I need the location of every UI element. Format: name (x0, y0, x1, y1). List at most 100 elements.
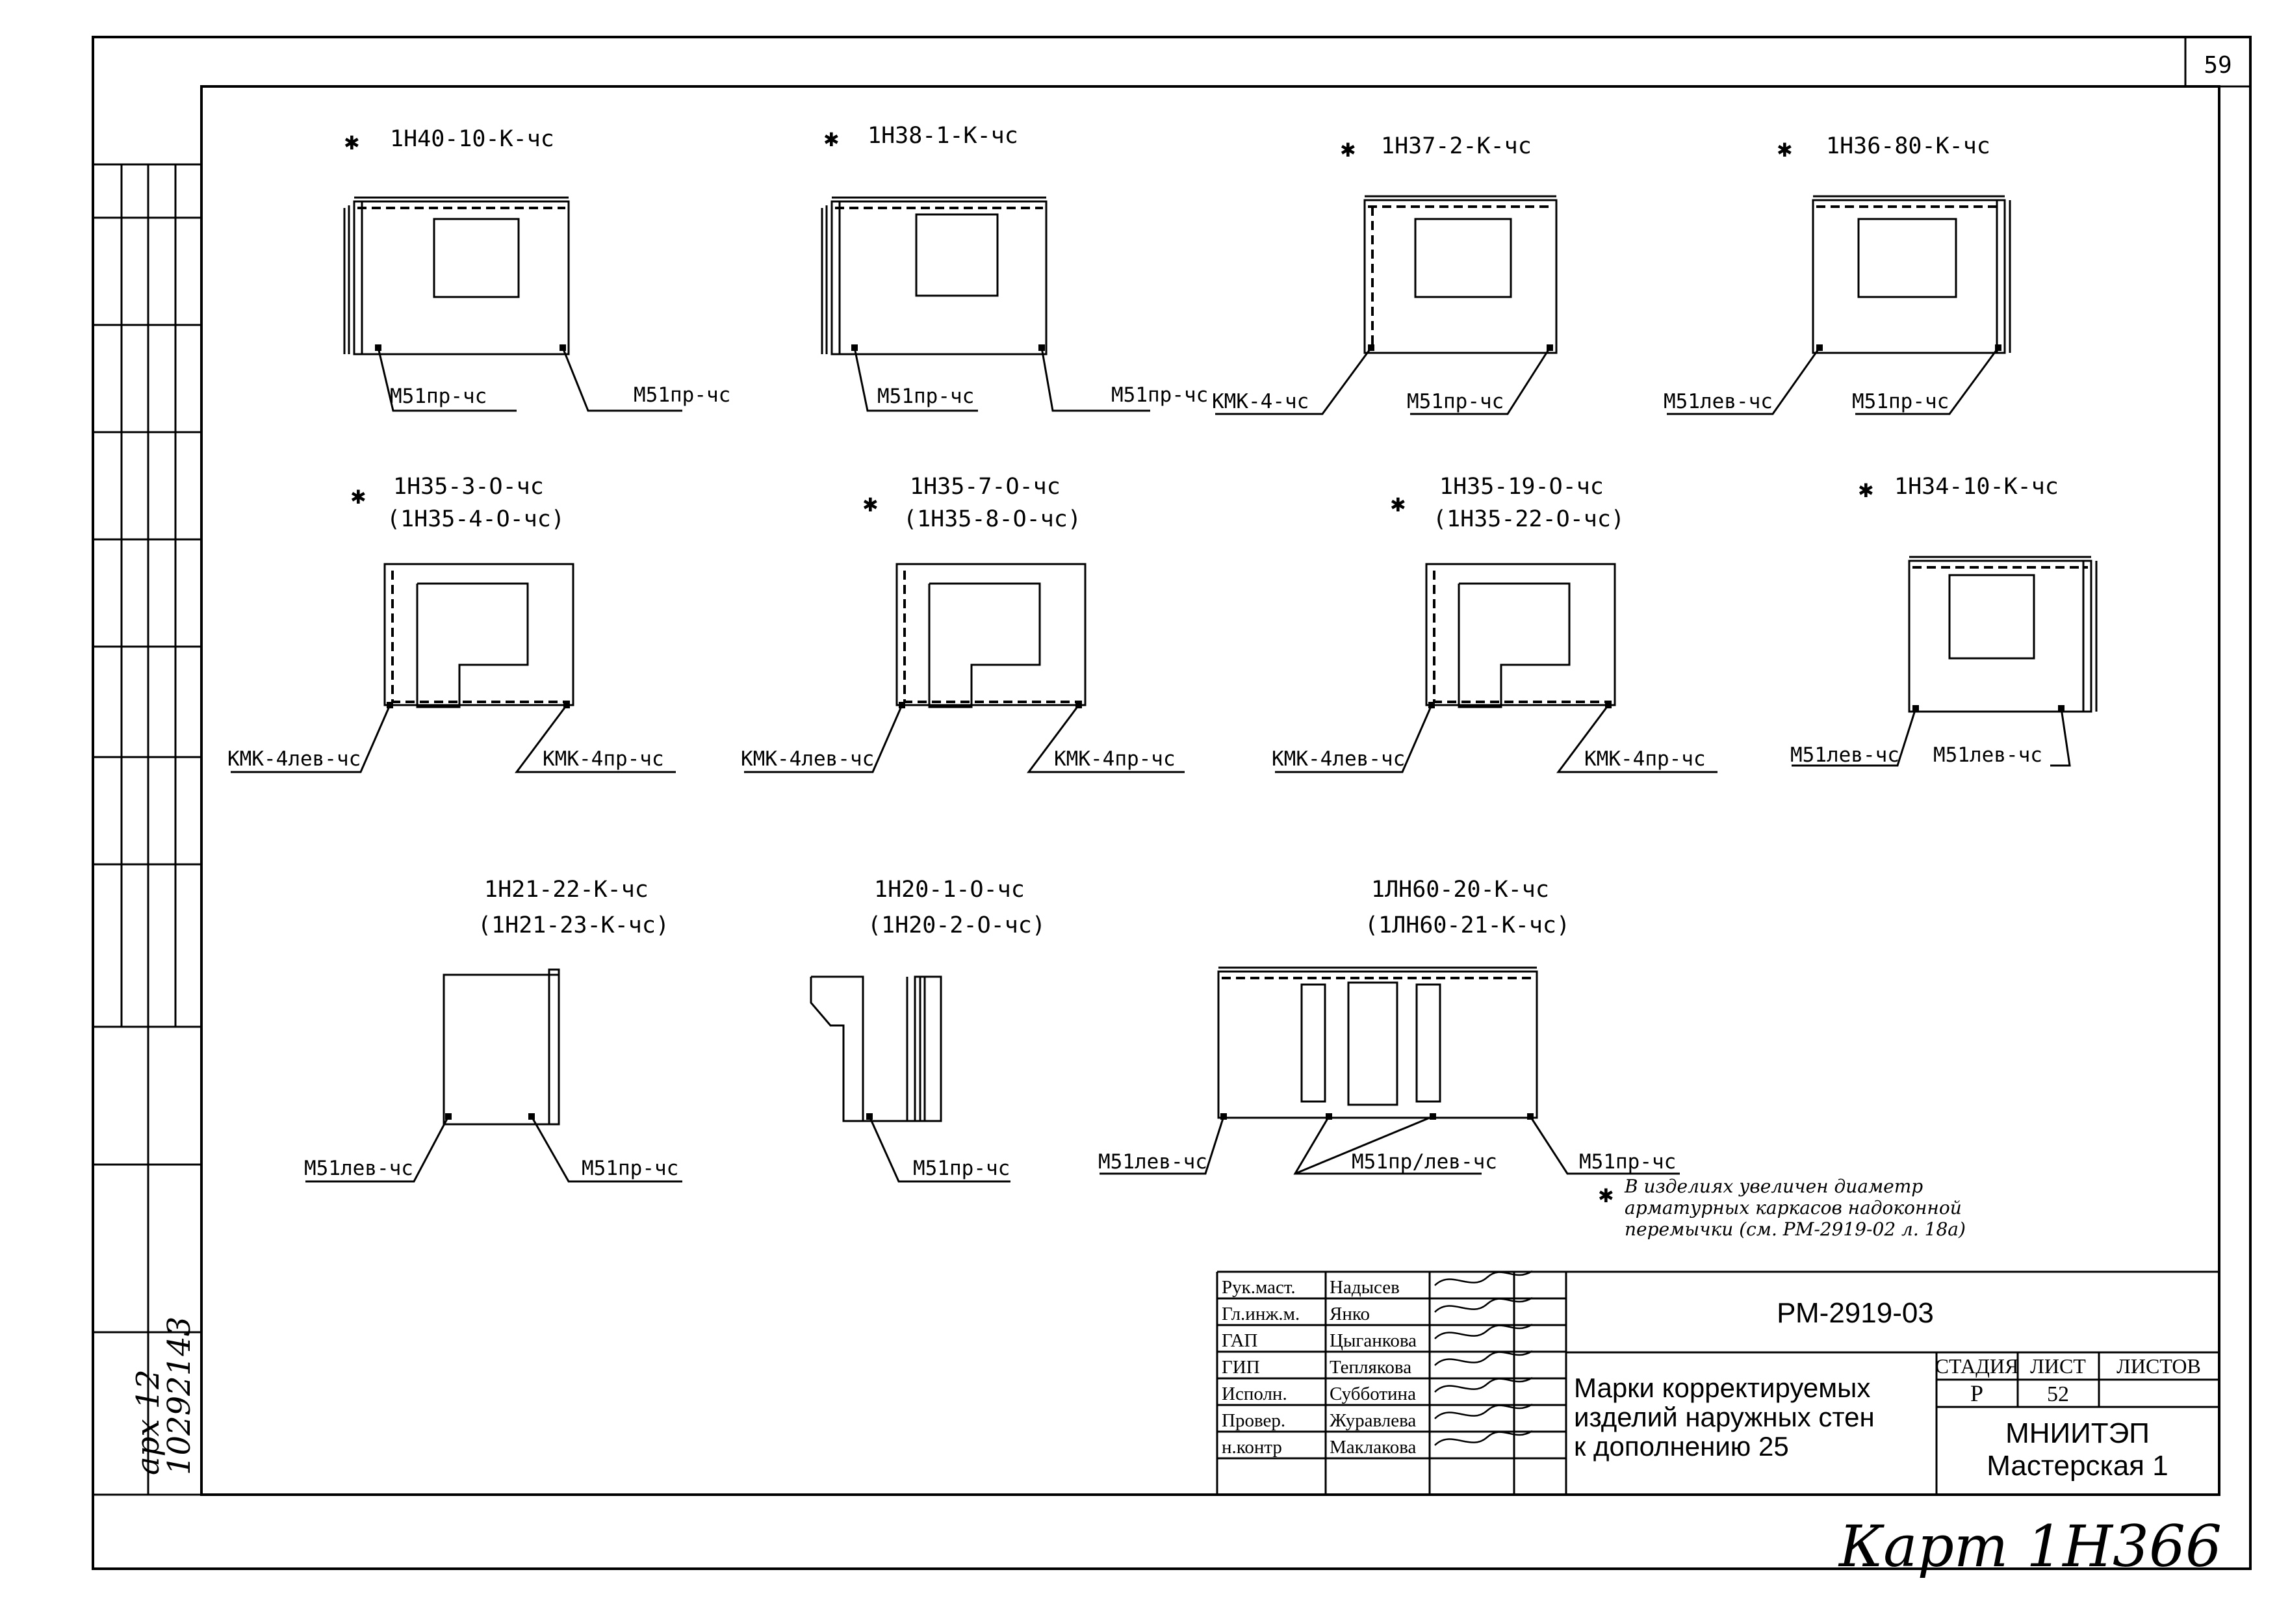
person-name: Субботина (1330, 1384, 1416, 1404)
stage-value: Р (1970, 1380, 1983, 1406)
footnote-star: ✱ (1599, 1179, 1614, 1208)
window-opening (1347, 981, 1398, 1106)
panel-star: ✱ (1341, 134, 1356, 162)
signature (1434, 1270, 1533, 1286)
drawing-title-line2: изделий наружных стен (1574, 1402, 1875, 1432)
window-opening (433, 218, 520, 298)
panel-star: ✱ (1777, 134, 1792, 162)
panel-body (811, 975, 942, 1122)
leader-line (1410, 347, 1551, 415)
bottom-handwriting: Карт 1Н366 (1838, 1513, 2222, 1580)
leader-line (530, 1116, 682, 1183)
outer-frame (92, 36, 2252, 1570)
connector-label-left: М51пр-чс (390, 385, 487, 408)
leader-line (1040, 347, 1150, 412)
signature (1434, 1323, 1533, 1339)
leader-line (2050, 708, 2071, 767)
leader-line (515, 704, 676, 773)
leader-line (1529, 1116, 1680, 1175)
footnote-line3: перемычки (см. РМ-2919-02 л. 18а) (1625, 1218, 1966, 1240)
panel-star: ✱ (863, 489, 878, 517)
role-label: н.контр (1222, 1437, 1282, 1458)
drawing-title-line3: к дополнению 25 (1574, 1431, 1789, 1462)
panel-title: 1ЛН60-20-К-чс (1371, 877, 1549, 903)
side-stamp-line1: арх 12 (130, 1369, 166, 1475)
window-opening (1414, 218, 1512, 298)
org-line2: Мастерская 1 (1987, 1450, 2168, 1482)
leader-line (1293, 1116, 1330, 1175)
connector-label-right: М51пр-чс (913, 1157, 1010, 1180)
connector-label-middle: М51пр/лев-чс (1352, 1150, 1497, 1174)
leader-line (1792, 708, 1917, 767)
role-label: Гл.инж.м. (1222, 1304, 1300, 1324)
panel-body (830, 200, 1048, 355)
leader-line (1275, 704, 1433, 773)
inner-frame (200, 85, 2220, 1496)
leader-line (1027, 704, 1185, 773)
window-opening (1300, 983, 1326, 1103)
window-opening (1415, 983, 1441, 1103)
panel-alt-title: (1Н35-8-О-чс) (903, 506, 1081, 532)
panel-corner (810, 977, 863, 1122)
sheets-label: ЛИСТОВ (2116, 1354, 2201, 1378)
person-name: Журавлева (1330, 1410, 1416, 1431)
side-stamp: арх 12 10292143 (130, 1317, 198, 1475)
connector-label-left: М51лев-чс (1098, 1150, 1207, 1174)
panel-title: 1Н35-7-О-чс (910, 474, 1061, 500)
panel-tab (548, 968, 560, 1126)
panel-star: ✱ (1391, 489, 1406, 517)
panel-title: 1Н20-1-О-чс (874, 877, 1025, 903)
panel-body (1425, 563, 1616, 706)
footnote-line1: В изделиях увеличен диаметр (1624, 1176, 1923, 1197)
panel-star: ✱ (351, 481, 366, 509)
connector-label-left: КМК-4лев-чс (227, 747, 361, 771)
left-margin-table (93, 163, 201, 1496)
leader-line (1667, 347, 1821, 415)
connector-label-left: М51пр-чс (877, 385, 974, 408)
leader-line (1294, 1115, 1434, 1175)
panel-body (895, 563, 1087, 706)
title-block (1216, 1270, 2219, 1495)
panel-body (443, 973, 560, 1126)
person-name: Теплякова (1330, 1357, 1411, 1378)
page-number-box (2184, 37, 2250, 88)
panel-title: 1Н36-80-К-чс (1826, 133, 1990, 159)
signature (1434, 1350, 1533, 1366)
footnote: ✱ В изделиях увеличен диаметр арматурных… (1599, 1176, 1966, 1240)
signature (1434, 1296, 1533, 1313)
person-name: Маклакова (1330, 1437, 1417, 1458)
panel-star: ✱ (1859, 474, 1873, 503)
connector-label-right: М51пр-чс (1111, 383, 1208, 407)
sheet-value: 52 (2047, 1382, 2069, 1406)
drawing-title-line1: Марки корректируемых (1574, 1373, 1870, 1403)
leader-line (744, 704, 903, 773)
panel-title: 1Н40-10-К-чс (390, 126, 554, 152)
connector-label-left: КМК-4-чс (1212, 390, 1309, 413)
panel-title: 1Н35-19-О-чс (1439, 474, 1604, 500)
connector-label-left: КМК-4лев-чс (741, 747, 874, 771)
signature (1434, 1430, 1533, 1446)
panel-alt-title: (1Н35-22-О-чс) (1433, 506, 1625, 532)
leader-line (231, 704, 391, 773)
org-line1: МНИИТЭП (2005, 1417, 2150, 1449)
page-number: 59 (2204, 52, 2232, 79)
panel-star: ✱ (824, 123, 839, 152)
signature (1434, 1376, 1533, 1393)
side-stamp-line2: 10292143 (161, 1317, 198, 1475)
footnote-line2: арматурных каркасов надоконной (1625, 1197, 1962, 1218)
door-window-opening (928, 582, 1041, 708)
connector-label-left: М51лев-чс (1790, 743, 1899, 767)
signature (1434, 1403, 1533, 1419)
person-name: Цыганкова (1330, 1330, 1417, 1351)
panel-body (1812, 199, 2006, 354)
